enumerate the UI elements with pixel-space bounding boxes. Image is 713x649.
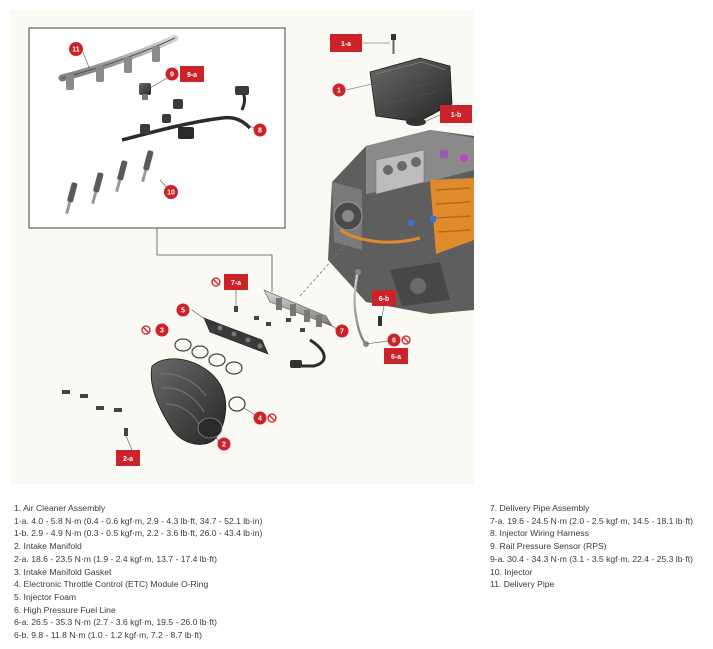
air-cleaner-assembly <box>369 57 453 126</box>
svg-text:11: 11 <box>72 47 80 54</box>
etc-o-ring <box>228 396 246 412</box>
legend-item: 7. Delivery Pipe Assembly <box>490 503 590 513</box>
legend-item: 2-a. 18.6 - 23.5 N·m (1.9 - 2.4 kgf·m, 1… <box>14 553 217 564</box>
prohibition-icon-3 <box>141 325 151 335</box>
injector-foam <box>203 317 269 355</box>
legend-item: 3. Intake Manifold Gasket <box>14 566 112 577</box>
legend-item: 4. Electronic Throttle Control (ETC) Mod… <box>14 579 209 590</box>
svg-text:5: 5 <box>181 308 185 315</box>
callout-1a: 1-a <box>330 34 362 52</box>
delivery-pipe-detail <box>58 34 179 90</box>
legend-item: 1-a. 4.0 - 5.8 N·m (0.4 - 0.6 kgf·m, 2.9… <box>14 515 263 526</box>
injector-harness-detail <box>121 86 252 142</box>
callout-6a: 6-a <box>384 348 408 364</box>
delivery-pipe-assembly <box>263 289 333 368</box>
svg-text:4: 4 <box>258 416 262 423</box>
svg-text:2: 2 <box>222 442 226 449</box>
diagram-canvas: 1-a 1 1-b 11 9 9-a 8 10 7-a 5 3 <box>28 27 474 466</box>
legend-item: 6-b. 9.8 - 11.8 N·m (1.0 - 1.2 kgf·m, 7.… <box>14 630 203 641</box>
svg-text:2-a: 2-a <box>123 456 133 463</box>
callout-6b: 6-b <box>372 290 396 306</box>
callout-2: 2 <box>217 437 231 451</box>
svg-text:7-a: 7-a <box>231 280 241 287</box>
callout-1b: 1-b <box>440 105 472 123</box>
callout-3: 3 <box>155 323 169 337</box>
callout-11: 11 <box>69 42 83 56</box>
exploded-diagram: 1-a 1 1-b 11 9 9-a 8 10 7-a 5 3 <box>10 10 474 484</box>
svg-text:6: 6 <box>392 338 396 345</box>
legend-left: 1. Air Cleaner Assembly 1-a. 4.0 - 5.8 N·… <box>14 502 262 642</box>
intake-manifold <box>150 358 227 445</box>
legend-item: 7-a. 19.6 - 24.5 N·m (2.0 - 2.5 kgf·m, 1… <box>490 515 693 526</box>
injectors-detail <box>65 150 154 215</box>
legend-item: 8. Injector Wiring Harness <box>490 528 589 539</box>
svg-text:9-a: 9-a <box>187 72 197 79</box>
rail-pressure-sensor-detail <box>139 83 151 100</box>
svg-text:9: 9 <box>170 72 174 79</box>
legend-item: 9-a. 30.4 - 34.3 N·m (3.1 - 3.5 kgf·m, 2… <box>490 553 693 564</box>
callout-9a: 9-a <box>180 66 204 82</box>
callout-9: 9 <box>165 67 179 81</box>
legend-item: 1-b. 2.9 - 4.9 N·m (0.3 - 0.5 kgf·m, 2.2… <box>14 528 263 539</box>
legend-right: 7. Delivery Pipe Assembly 7-a. 19.6 - 24.… <box>490 502 693 591</box>
legend-item: 1. Air Cleaner Assembly <box>14 503 106 513</box>
svg-text:6-b: 6-b <box>379 296 390 303</box>
dashed-leader <box>299 241 349 297</box>
callout-2a: 2-a <box>116 450 140 466</box>
legend-item: 2. Intake Manifold <box>14 541 82 552</box>
legend-item: 9. Rail Pressure Sensor (RPS) <box>490 541 607 552</box>
legend-item: 5. Injector Foam <box>14 591 77 602</box>
callout-1: 1 <box>332 83 346 97</box>
callout-4: 4 <box>253 411 267 425</box>
engine-assembly <box>328 130 474 314</box>
prohibition-icon-4 <box>267 413 277 423</box>
svg-text:8: 8 <box>258 128 262 135</box>
intake-manifold-gasket <box>174 338 243 375</box>
callout-7a: 7-a <box>224 274 248 290</box>
callout-5: 5 <box>176 303 190 317</box>
legend-item: 6-a. 26.5 - 35.3 N·m (2.7 - 3.6 kgf·m, 1… <box>14 617 217 628</box>
legend-item: 10. Injector <box>490 566 533 577</box>
callout-10: 10 <box>164 185 178 199</box>
svg-text:3: 3 <box>160 328 164 335</box>
callout-7: 7 <box>335 324 349 338</box>
inset-leader-line <box>156 228 273 292</box>
svg-text:6-a: 6-a <box>391 354 401 361</box>
svg-text:1-b: 1-b <box>451 112 462 119</box>
svg-text:1-a: 1-a <box>341 41 351 48</box>
bolt-1a <box>391 34 396 54</box>
legend-item: 11. Delivery Pipe <box>490 579 555 590</box>
prohibition-icon-6 <box>401 335 411 345</box>
svg-text:10: 10 <box>167 190 175 197</box>
callout-6: 6 <box>387 333 401 347</box>
bolts-2a <box>62 390 128 436</box>
callout-8: 8 <box>253 123 267 137</box>
legend-item: 6. High Pressure Fuel Line <box>14 604 116 615</box>
prohibition-icon-7a <box>211 277 221 287</box>
bolts-7a <box>234 306 305 332</box>
svg-text:1: 1 <box>337 88 341 95</box>
high-pressure-fuel-line <box>353 269 382 347</box>
svg-text:7: 7 <box>340 329 344 336</box>
